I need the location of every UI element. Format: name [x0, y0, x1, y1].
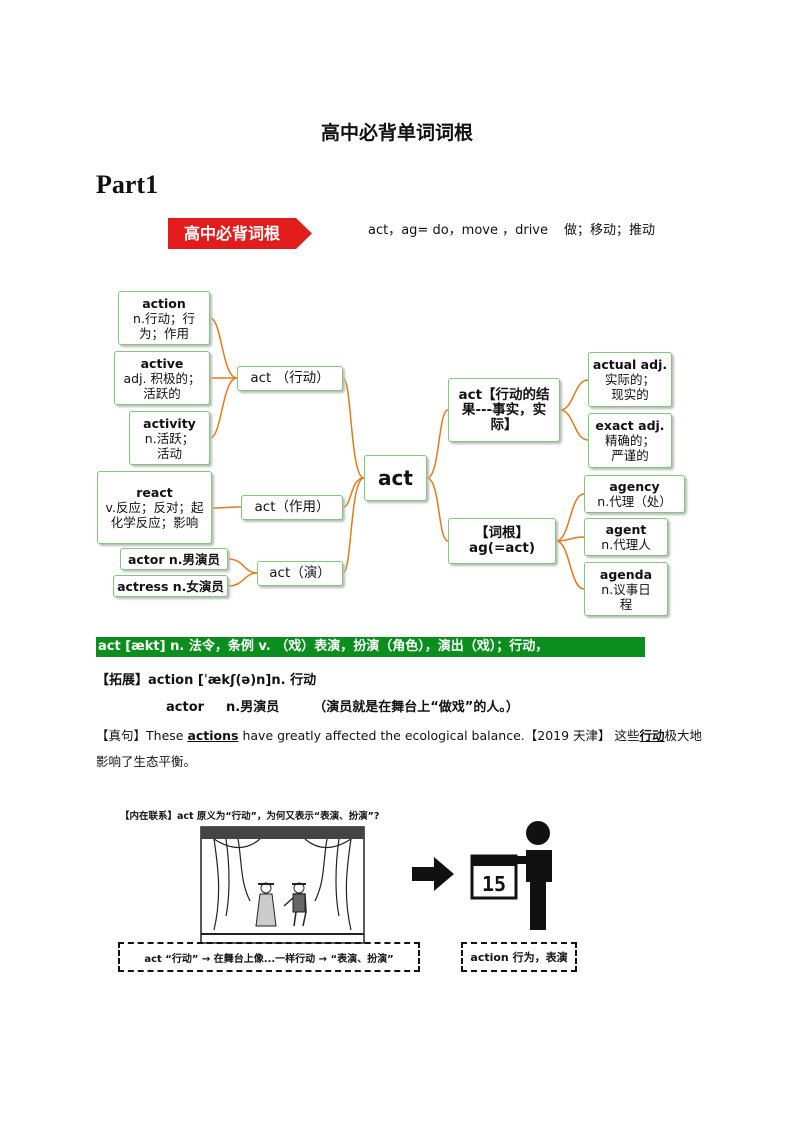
meaning-agenda: n.议事日程: [596, 582, 656, 612]
word-node-exact: exact adj. 精确的；严谨的: [588, 413, 672, 468]
meaning-exact: 精确的；严谨的: [600, 433, 660, 463]
example-sentence: 【真句】These actions have greatly affected …: [96, 723, 708, 775]
word-node-action: action n.行动；行为；作用: [118, 291, 210, 345]
center-node: act: [364, 455, 427, 501]
person-calendar-icon: 15: [470, 820, 560, 932]
group-root-ag-line2: ag(=act): [469, 541, 535, 556]
word-node-agenda: agenda n.议事日程: [584, 562, 668, 616]
word-active: active: [141, 356, 184, 371]
word-actual: actual adj.: [593, 357, 667, 372]
word-react: react: [136, 485, 172, 500]
meaning-active: adj. 积极的；活跃的: [122, 371, 202, 401]
actor-line: actor n.男演员 （演员就是在舞台上“做戏”的人。）: [166, 696, 519, 715]
calendar-number: 15: [482, 872, 506, 896]
word-exact: exact adj.: [595, 418, 664, 433]
meaning-agency: n.代理（处）: [597, 494, 671, 509]
word-action: action: [142, 296, 186, 311]
word-node-actor: actor n.男演员: [120, 548, 228, 570]
illustration-caption: 【内在联系】act 原义为“行动”，为何又表示“表演、扮演”?: [120, 808, 379, 822]
right-explanation-box: action 行为，表演: [461, 942, 577, 972]
word-node-react: react v.反应；反对；起化学反应；影响: [97, 471, 212, 544]
sentence-label: 【真句】: [96, 728, 146, 743]
meaning-activity: n.活跃；活动: [140, 431, 200, 461]
word-node-actual: actual adj. 实际的；现实的: [588, 352, 672, 407]
word-node-agent: agent n.代理人: [584, 518, 668, 556]
meaning-actual: 实际的；现实的: [600, 372, 660, 402]
word-agency: agency: [609, 479, 659, 494]
extension-line: 【拓展】action [ˈækʃ(ə)n]n. 行动: [96, 669, 316, 688]
group-root-ag-line1: 【词根】: [475, 526, 529, 541]
group-act-perform: act（演）: [257, 561, 343, 586]
word-actor: actor n.男演员: [128, 552, 220, 567]
word-agent: agent: [606, 522, 647, 537]
actor-note: （演员就是在舞台上“做戏”的人。）: [313, 700, 519, 715]
meaning-action: n.行动；行为；作用: [126, 311, 202, 341]
word-agenda: agenda: [600, 567, 652, 582]
extension-word: action [ˈækʃ(ə)n]n. 行动: [148, 673, 316, 688]
right-arrow-icon: [412, 857, 454, 891]
sentence-pre: These: [146, 728, 187, 743]
sentence-post: have greatly affected the ecological bal…: [239, 728, 640, 743]
word-node-actress: actress n.女演员: [113, 575, 228, 597]
group-act-result: act【行动的结果---事实，实际】: [448, 378, 560, 442]
word-activity: activity: [143, 416, 196, 431]
word-actress: actress n.女演员: [117, 579, 224, 594]
sentence-key: actions: [187, 728, 238, 743]
word-node-active: active adj. 积极的；活跃的: [114, 351, 210, 405]
left-explanation-box: act “行动” → 在舞台上像...一样行动 → “表演、扮演”: [118, 942, 420, 972]
definition-bar: act [ækt] n. 法令，条例 v. （戏）表演，扮演（角色），演出（戏）…: [96, 637, 645, 657]
actor-word: actor: [166, 700, 204, 715]
word-node-activity: activity n.活跃；活动: [129, 411, 210, 465]
stage-illustration: [200, 826, 365, 944]
sentence-cn-key: 行动: [640, 728, 665, 743]
actor-meaning: n.男演员: [226, 700, 279, 715]
word-node-agency: agency n.代理（处）: [584, 475, 685, 513]
group-act-function: act（作用）: [241, 495, 343, 520]
extension-label: 【拓展】: [96, 673, 148, 688]
group-root-ag: 【词根】 ag(=act): [448, 518, 556, 564]
group-act-result-label: act【行动的结果---事实，实际】: [453, 388, 555, 433]
meaning-react: v.反应；反对；起化学反应；影响: [103, 500, 207, 530]
group-act-action: act （行动）: [237, 366, 343, 391]
meaning-agent: n.代理人: [601, 537, 650, 552]
